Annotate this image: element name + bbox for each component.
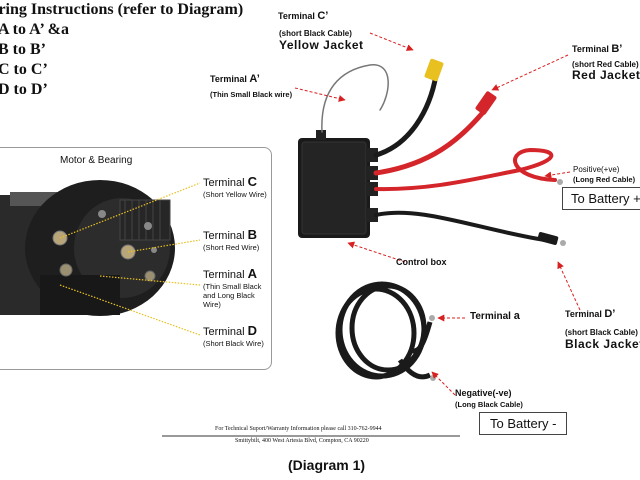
motor-terminal-d: Terminal D (Short Black Wire) <box>203 323 264 348</box>
label-terminal-b-prime-desc: (short Red Cable) <box>572 60 639 69</box>
label-terminal-b-prime: Terminal B’ <box>572 43 623 55</box>
label-yellow-jacket: Yellow Jacket <box>279 38 364 52</box>
winch-motor-image <box>0 180 175 316</box>
label-terminal-a-prime: Terminal A’ <box>210 73 260 85</box>
diagram-caption: (Diagram 1) <box>288 457 366 473</box>
yellow-jacket-terminal <box>424 58 444 82</box>
negative-cable-coil <box>335 281 433 380</box>
control-box-image <box>298 130 378 238</box>
label-terminal-a: Terminal a <box>470 310 520 323</box>
black-jacket-ring <box>560 240 566 246</box>
to-battery-plus-box: To Battery + <box>562 187 640 210</box>
instruction-row: B to B’ <box>0 41 46 58</box>
footer-address-line: Smittybilt, 400 West Artesia Blvd, Compt… <box>235 438 369 444</box>
callout-arrows <box>294 32 581 396</box>
to-battery-minus-box: To Battery - <box>479 412 568 435</box>
label-terminal-d-prime-desc: (short Black Cable) <box>565 328 638 337</box>
motor-terminal-b: Terminal B (Short Red Wire) <box>203 227 260 252</box>
positive-cable-ring <box>557 179 563 185</box>
negative-cable-ring-b <box>430 375 436 381</box>
label-red-jacket: Red Jacket <box>572 68 640 82</box>
instructions-title: iring Instructions (refer to Diagram) <box>0 1 244 18</box>
control-box-cables <box>321 64 557 242</box>
motor-bearing-title: Motor & Bearing <box>60 155 133 166</box>
red-jacket-terminal <box>475 91 497 115</box>
label-terminal-c-prime: Terminal C’ <box>278 10 329 22</box>
wiring-instructions: iring Instructions (refer to Diagram) A … <box>0 0 243 100</box>
label-terminal-a-prime-desc: (Thin Small Black wire) <box>210 90 293 99</box>
label-negative: Negative(-ve) <box>455 388 512 398</box>
label-negative-desc: (Long Black Cable) <box>455 400 523 409</box>
label-terminal-d-prime: Terminal D’ <box>565 308 616 320</box>
instruction-row: C to C’ <box>0 61 48 78</box>
motor-terminal-c: Terminal C (Short Yellow Wire) <box>203 174 267 199</box>
instruction-row: A to A’ &a <box>0 21 69 38</box>
black-jacket-terminal <box>537 231 559 245</box>
footer-support-line: For Technical Suport/Warranty Informatio… <box>215 426 382 432</box>
motor-terminal-a: Terminal A (Thin Small Black and Long Bl… <box>203 266 262 309</box>
label-positive-desc: (Long Red Cable) <box>573 175 636 184</box>
label-black-jacket: Black Jacket <box>565 337 640 351</box>
motor-leader-lines <box>59 182 201 336</box>
label-positive: Positive(+ve) <box>573 165 620 174</box>
negative-cable-ring-a <box>429 315 435 321</box>
label-terminal-c-prime-desc: (short Black Cable) <box>279 29 352 38</box>
label-control-box: Control box <box>396 257 447 267</box>
instruction-row: D to D’ <box>0 81 48 98</box>
